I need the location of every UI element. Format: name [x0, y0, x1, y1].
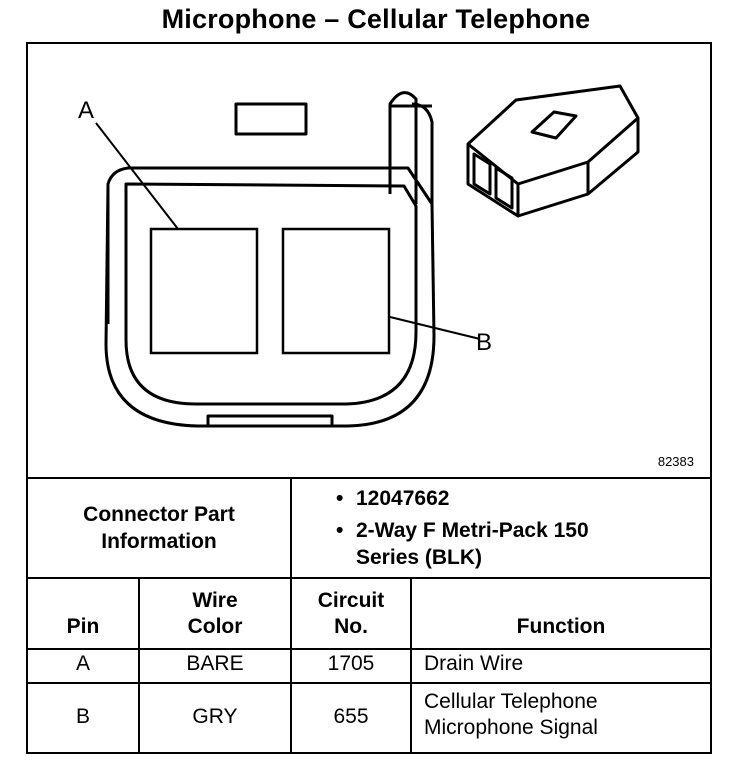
latch-post — [388, 91, 418, 204]
callout-a: A — [78, 97, 94, 124]
column-header-function: Function — [516, 615, 606, 638]
connector-info-label: Connector Part Information — [28, 478, 290, 578]
table-cell-wire-color: BARE — [186, 652, 244, 675]
figure-number: 82383 — [657, 454, 694, 469]
table-cell-pin: B — [75, 705, 90, 728]
cavity-b — [281, 227, 391, 355]
connector-diagram: A B — [78, 84, 640, 428]
bullet-icon: • — [336, 519, 344, 542]
column-header-circuit-no: Circuit No. — [292, 588, 410, 640]
connector-info-label-text: Connector Part Information — [83, 503, 235, 553]
column-header-circuit-no-text: Circuit No. — [317, 589, 385, 638]
list-item: • 12047662 — [330, 485, 700, 512]
callout-leader-a — [95, 122, 179, 230]
inner-housing — [124, 182, 418, 406]
divider — [28, 577, 710, 579]
table-cell-pin: A — [75, 652, 90, 675]
cavity-a — [149, 227, 259, 355]
table-cell-wire-color: GRY — [192, 705, 238, 728]
connector-info-list: • 12047662 • 2-Way F Metri-Pack 150 Seri… — [330, 485, 700, 571]
divider — [290, 577, 292, 754]
divider — [290, 477, 292, 577]
callout-leader-b — [389, 316, 481, 340]
connector-frame: A B 82383 Connector Part Information • 1… — [26, 42, 712, 754]
page-title: Microphone – Cellular Telephone — [161, 4, 591, 34]
callout-b: B — [476, 329, 492, 356]
divider — [28, 477, 710, 479]
part-number: 12047662 — [356, 487, 450, 510]
connector-type: 2-Way F Metri-Pack 150 Series (BLK) — [356, 519, 589, 569]
table-cell-function: Drain Wire — [424, 652, 524, 675]
connector-isometric-view — [466, 84, 640, 218]
divider — [28, 648, 710, 650]
bottom-key — [206, 414, 334, 426]
divider — [138, 577, 140, 754]
connector-face-view — [104, 91, 436, 428]
divider — [410, 577, 412, 754]
bullet-icon: • — [336, 487, 344, 510]
outer-housing — [104, 166, 436, 428]
divider — [28, 682, 710, 684]
column-header-wire-color: Wire Color — [140, 588, 290, 640]
column-header-wire-color-text: Wire Color — [187, 589, 243, 638]
table-cell-circuit-no: 655 — [333, 705, 369, 728]
top-locking-tab — [234, 102, 308, 136]
column-header-pin: Pin — [66, 615, 100, 638]
list-item: • 2-Way F Metri-Pack 150 Series (BLK) — [330, 517, 700, 571]
table-cell-circuit-no: 1705 — [327, 652, 375, 675]
table-cell-function: Cellular Telephone Microphone Signal — [424, 690, 598, 739]
